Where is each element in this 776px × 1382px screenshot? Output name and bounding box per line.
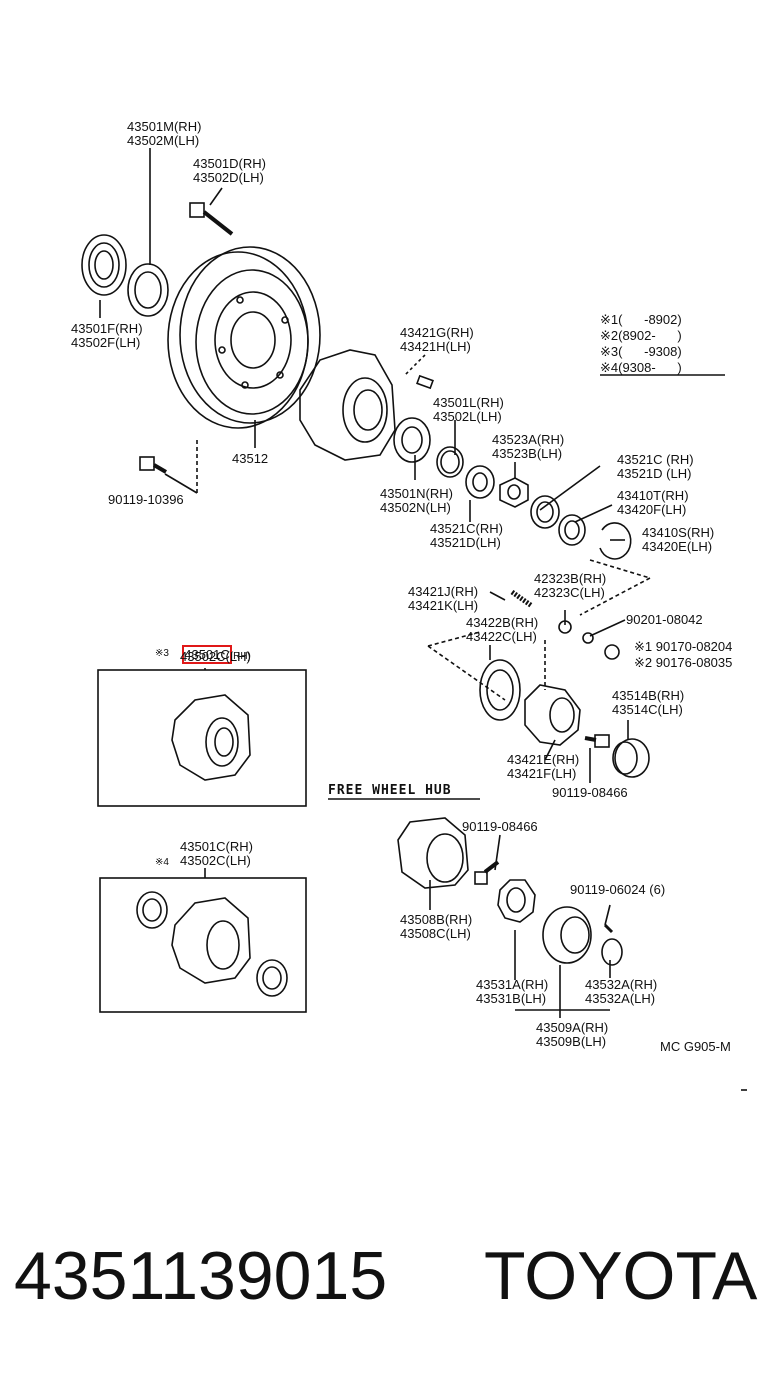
label-43523A: 43523A(RH) (492, 432, 565, 447)
label-43521C: 43521C(RH) (430, 521, 503, 536)
legend-item-2: ※2(8902- ) (600, 328, 682, 343)
label-43521D-right: 43521D (LH) (617, 466, 692, 481)
label-43501F: 43501F(RH) (71, 321, 143, 336)
label-43421E: 43421E(RH) (507, 752, 580, 767)
label-90119-08466-a: 90119-08466 (552, 785, 628, 800)
label-43502L: 43502L(LH) (433, 409, 502, 424)
label-43421H: 43421H(LH) (400, 339, 471, 354)
label-90170-08204: ※1 90170-08204 (634, 639, 733, 654)
free-wheel-hub-title: FREE WHEEL HUB (328, 783, 452, 798)
label-43521D: 43521D(LH) (430, 535, 501, 550)
label-43501C-highlighted[interactable]: 43501C(RH) (177, 634, 251, 664)
label-43420F: 43420F(LH) (617, 502, 687, 517)
label-43512: 43512 (232, 451, 269, 466)
highlight-box[interactable]: 43501C (182, 645, 232, 664)
label-43508C: 43508C(LH) (400, 926, 471, 941)
legend: ※1( -8902) ※2(8902- ) ※3( -9308) ※4(9308… (600, 312, 724, 376)
label-43514C: 43514C(LH) (612, 702, 683, 717)
label-90176-08035: ※2 90176-08035 (634, 655, 733, 670)
label-suffix: (RH) (229, 651, 251, 662)
label-43421G: 43421G(RH) (400, 325, 474, 340)
label-43502M: 43502M(LH) (127, 133, 200, 148)
label-43509B: 43509B(LH) (536, 1034, 607, 1049)
brand-name: TOYOTA (484, 1238, 758, 1314)
label-42323C: 42323C(LH) (534, 585, 605, 600)
label-43501C-b: 43501C(RH) (180, 839, 253, 854)
label-43410S: 43410S(RH) (642, 525, 715, 540)
label-43501D: 43501D(RH) (193, 156, 266, 171)
label-43531A: 43531A(RH) (476, 977, 549, 992)
part-number: 4351139015 (14, 1238, 388, 1314)
label-43531B: 43531B(LH) (476, 991, 547, 1006)
label-43501N: 43501N(RH) (380, 486, 453, 501)
label-90119-10396: 90119-10396 (108, 492, 184, 507)
label-43502C-b: 43502C(LH) (180, 853, 251, 868)
mark-4: ※4 (155, 857, 169, 868)
label-43508B: 43508B(RH) (400, 912, 473, 927)
diagram-code: MC G905-M (660, 1039, 731, 1054)
label-43514B: 43514B(RH) (612, 688, 685, 703)
label-43410T: 43410T(RH) (617, 488, 689, 503)
label-43422C: 43422C(LH) (466, 629, 537, 644)
label-43521C-right: 43521C (RH) (617, 452, 694, 467)
label-90119-08466-b: 90119-08466 (462, 819, 538, 834)
label-43502C-a: 43502C(LH) (180, 649, 251, 664)
label-43501M: 43501M(RH) (127, 119, 202, 134)
label-43501L: 43501L(RH) (433, 395, 504, 410)
label-43509A: 43509A(RH) (536, 1020, 609, 1035)
label-43421J: 43421J(RH) (408, 584, 479, 599)
label-43502F: 43502F(LH) (71, 335, 141, 350)
label-43421F: 43421F(LH) (507, 766, 577, 781)
label-43421K: 43421K(LH) (408, 598, 479, 613)
label-90201-08042: 90201-08042 (626, 612, 703, 627)
legend-item-3: ※3( -9308) (600, 344, 682, 359)
label-42323B: 42323B(RH) (534, 571, 607, 586)
label-43532A-lh: 43532A(LH) (585, 991, 656, 1006)
label-43532A-rh: 43532A(RH) (585, 977, 658, 992)
label-43523B: 43523B(LH) (492, 446, 563, 461)
label-90119-06024: 90119-06024 (6) (570, 882, 666, 897)
mark-3: ※3 (155, 648, 169, 659)
label-43502N: 43502N(LH) (380, 500, 451, 515)
label-43420E: 43420E(LH) (642, 539, 713, 554)
legend-item-4: ※4(9308- ) (600, 360, 682, 375)
label-43502D: 43502D(LH) (193, 170, 264, 185)
label-43422B: 43422B(RH) (466, 615, 539, 630)
legend-item-1: ※1( -8902) (600, 312, 682, 327)
